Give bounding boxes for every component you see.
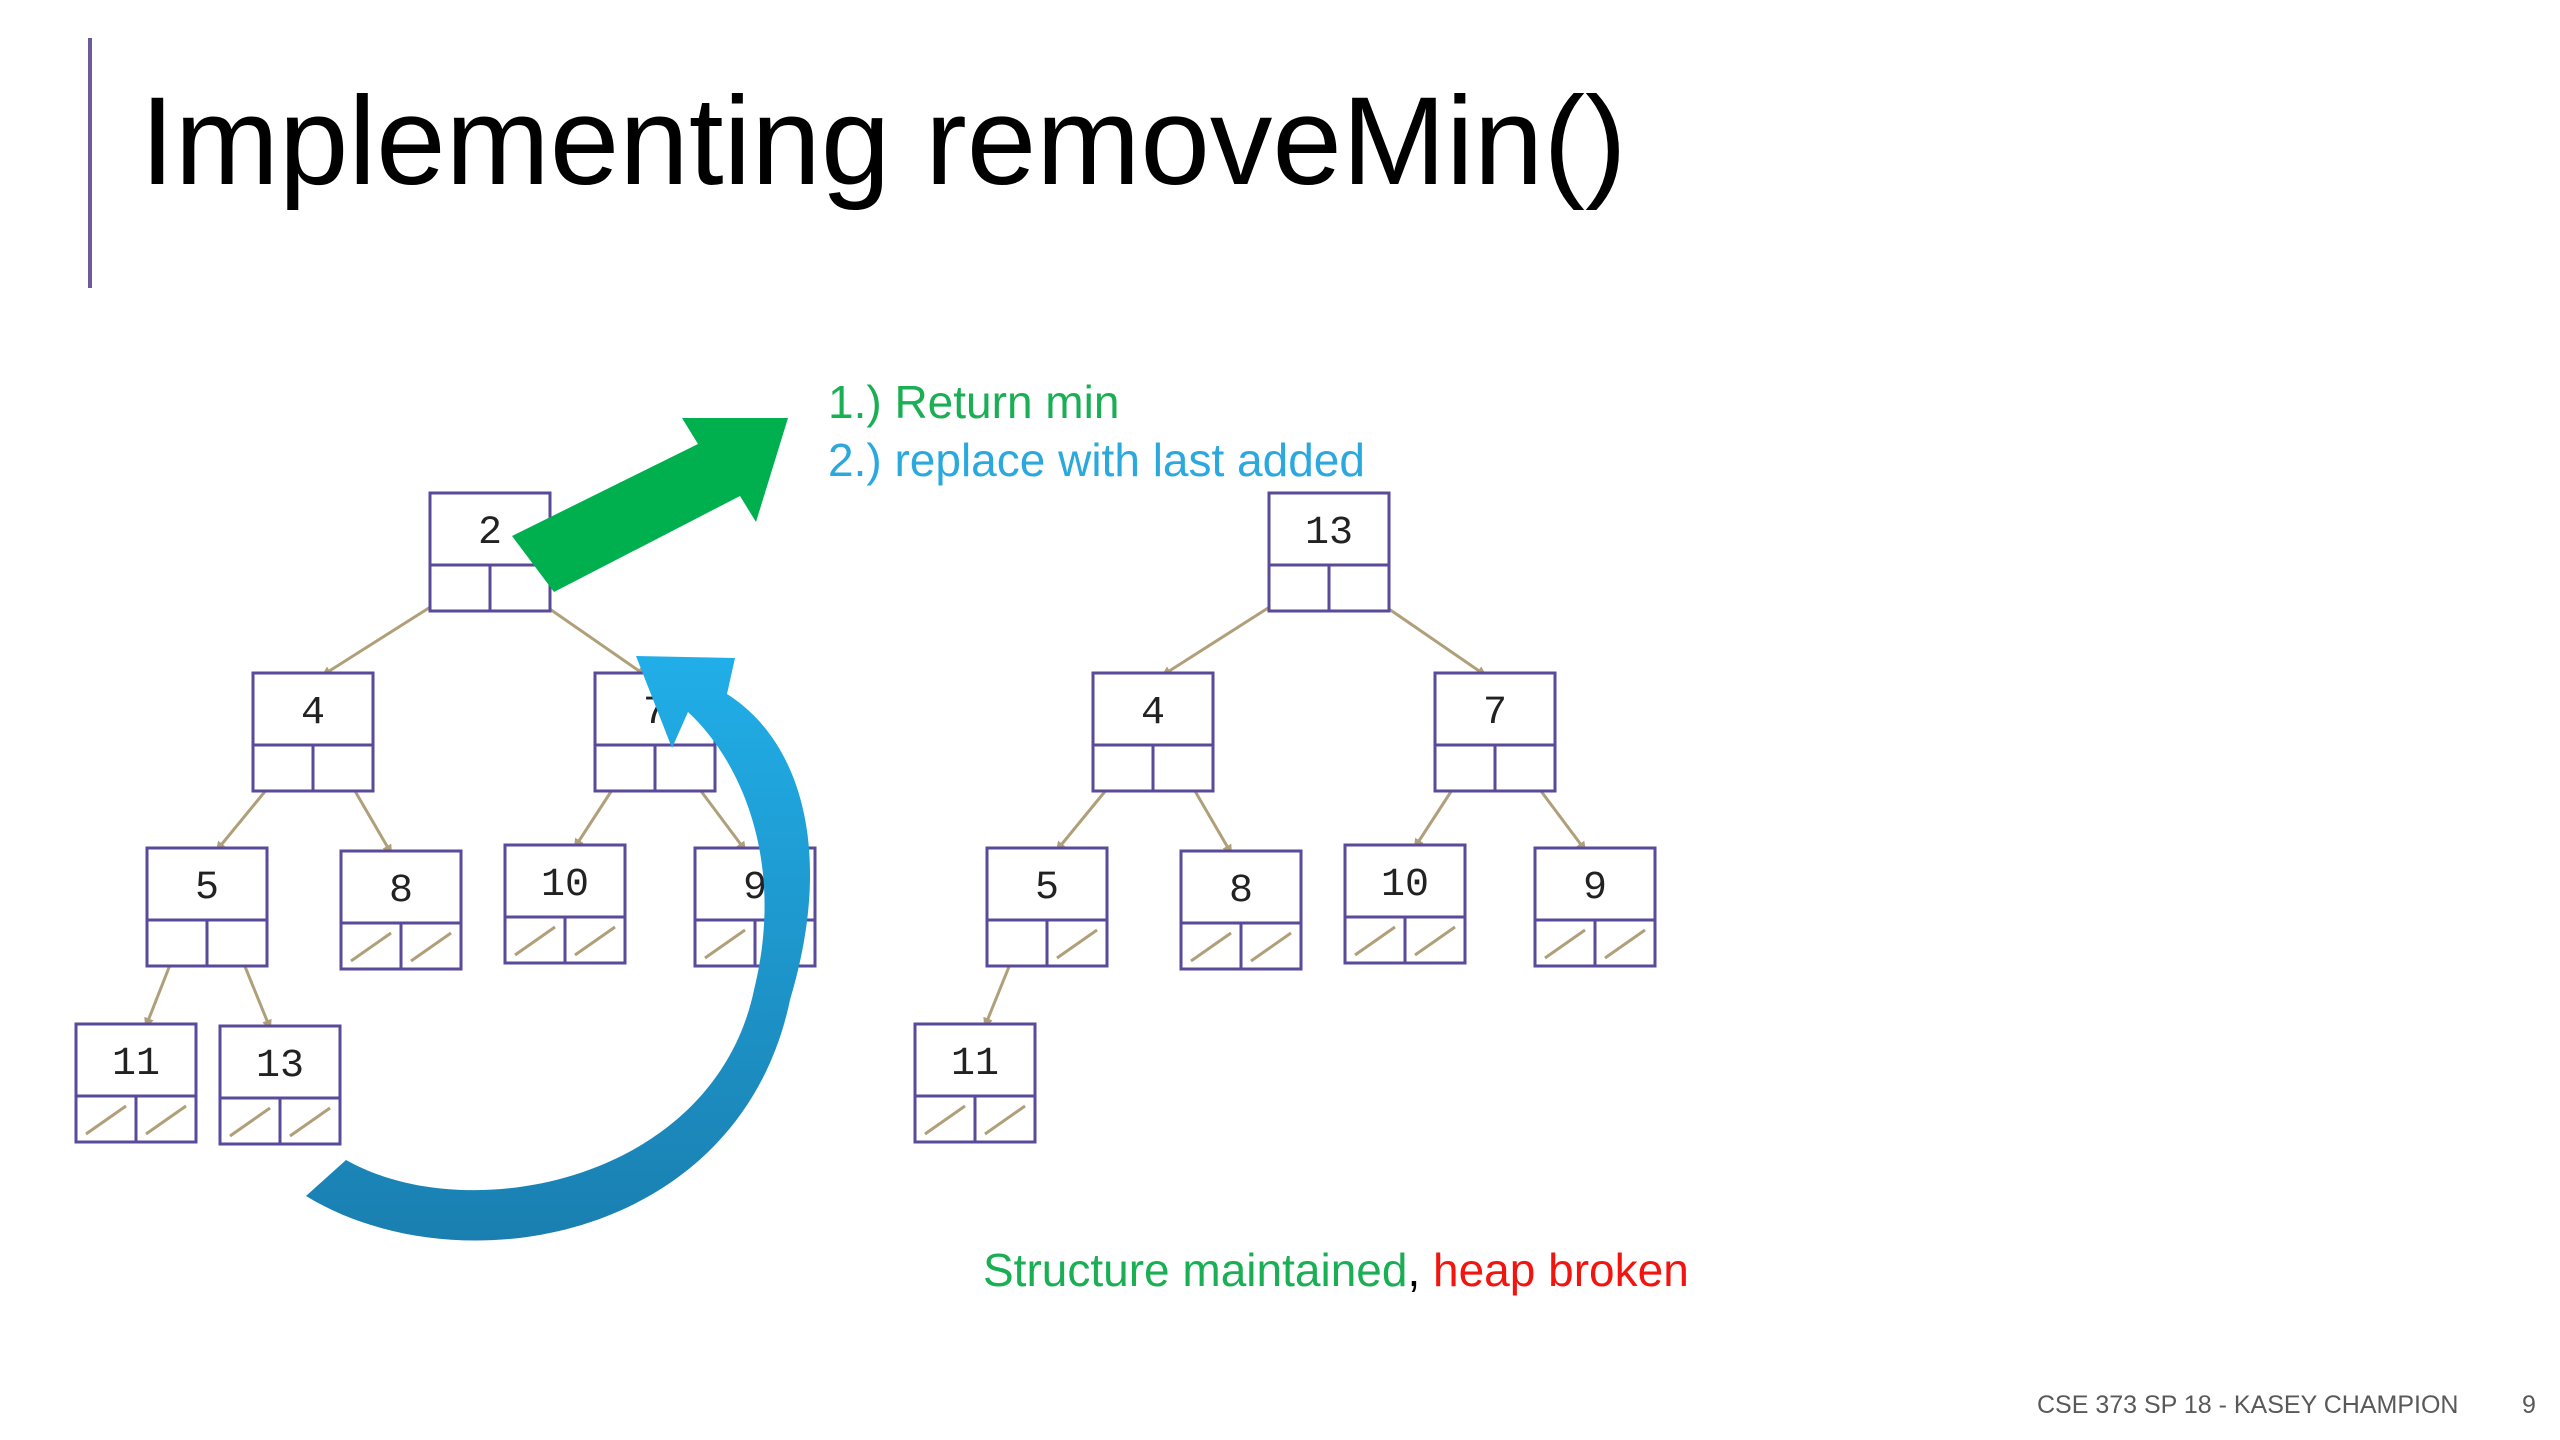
- slide-number: 9: [2522, 1391, 2536, 1419]
- null-pointer-slash: [1544, 928, 1586, 960]
- node-value: 9: [1583, 866, 1607, 911]
- slide-title: Implementing removeMin(): [140, 72, 1627, 211]
- heap-node: 4: [1091, 671, 1215, 793]
- heap-node: 5: [145, 846, 269, 968]
- null-pointer-slash: [229, 1106, 271, 1138]
- heap-node: 8: [339, 849, 463, 971]
- null-pointer-slash: [1056, 928, 1098, 960]
- node-value: 10: [1381, 863, 1429, 908]
- heap-node: 8: [1179, 849, 1303, 971]
- heap-node: 7: [1433, 671, 1557, 793]
- status-heap-broken: heap broken: [1433, 1244, 1689, 1296]
- null-pointer-slash: [289, 1106, 331, 1138]
- node-value: 8: [389, 869, 413, 914]
- null-pointer-slash: [1354, 925, 1396, 957]
- step-replace-last: 2.) replace with last added: [828, 434, 1365, 486]
- step-return-min: 1.) Return min: [828, 376, 1120, 428]
- null-pointer-slash: [410, 931, 452, 963]
- null-pointer-slash: [1604, 928, 1646, 960]
- operation-arrows: [306, 418, 811, 1241]
- node-value: 13: [256, 1044, 304, 1089]
- heap-node: 4: [251, 671, 375, 793]
- node-box: [74, 1022, 198, 1144]
- heap-node: 13: [218, 1024, 342, 1146]
- null-pointer-slash: [1414, 925, 1456, 957]
- null-pointer-slash: [1190, 931, 1232, 963]
- null-pointer-slash: [574, 925, 616, 957]
- node-value: 8: [1229, 869, 1253, 914]
- null-pointer-slash: [924, 1104, 966, 1136]
- node-value: 13: [1305, 511, 1353, 556]
- status-separator: ,: [1407, 1244, 1434, 1296]
- null-pointer-slash: [145, 1104, 187, 1136]
- null-pointer-slash: [85, 1104, 127, 1136]
- null-pointer-slash: [350, 931, 392, 963]
- null-pointer-slash: [514, 925, 556, 957]
- node-value: 2: [478, 511, 502, 556]
- null-pointer-slash: [984, 1104, 1026, 1136]
- title-accent-bar: [88, 38, 92, 288]
- heap-node: 11: [74, 1022, 198, 1144]
- heap-status: Structure maintained, heap broken: [983, 1243, 1689, 1297]
- node-value: 11: [112, 1042, 160, 1087]
- footer-course-info: CSE 373 SP 18 - KASEY CHAMPION: [2037, 1391, 2459, 1419]
- heap-node: 13: [1267, 491, 1391, 613]
- heap-node: 11: [913, 1022, 1037, 1144]
- replace-last-arrow: [306, 656, 811, 1241]
- node-value: 7: [1483, 691, 1507, 736]
- heap-node: 5: [985, 846, 1109, 968]
- node-value: 10: [541, 863, 589, 908]
- node-value: 4: [1141, 691, 1165, 736]
- node-value: 5: [1035, 866, 1059, 911]
- null-pointer-slash: [704, 928, 746, 960]
- return-min-arrow: [512, 418, 788, 592]
- null-pointer-slash: [1250, 931, 1292, 963]
- node-value: 11: [951, 1042, 999, 1087]
- status-structure-maintained: Structure maintained: [983, 1244, 1408, 1296]
- node-value: 4: [301, 691, 325, 736]
- heap-node: 10: [1343, 843, 1467, 965]
- heap-node: 10: [503, 843, 627, 965]
- node-value: 5: [195, 866, 219, 911]
- heap-node: 9: [1533, 846, 1657, 968]
